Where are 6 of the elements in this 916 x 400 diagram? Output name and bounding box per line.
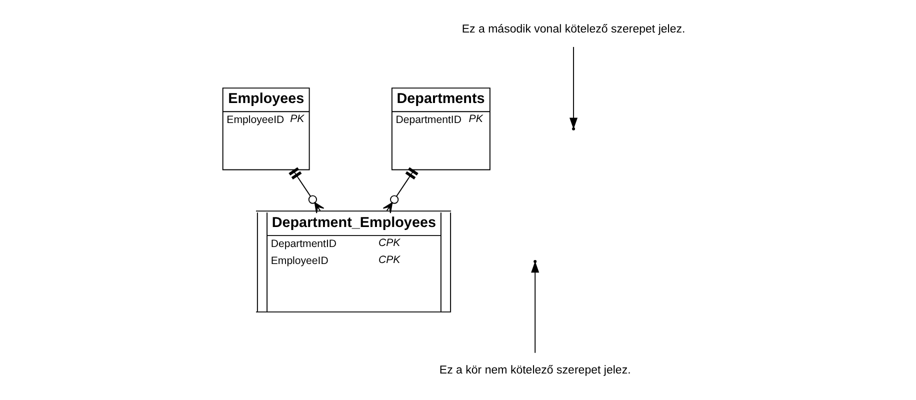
node-text: Ez a kör nem kötelező szerepet jelez. [439, 364, 631, 377]
connector [288, 167, 324, 214]
connector [382, 167, 418, 214]
arrow [570, 46, 578, 130]
arrow [531, 261, 540, 354]
node-text: Ez a második vonal kötelező szerepet jelez. [462, 23, 686, 36]
